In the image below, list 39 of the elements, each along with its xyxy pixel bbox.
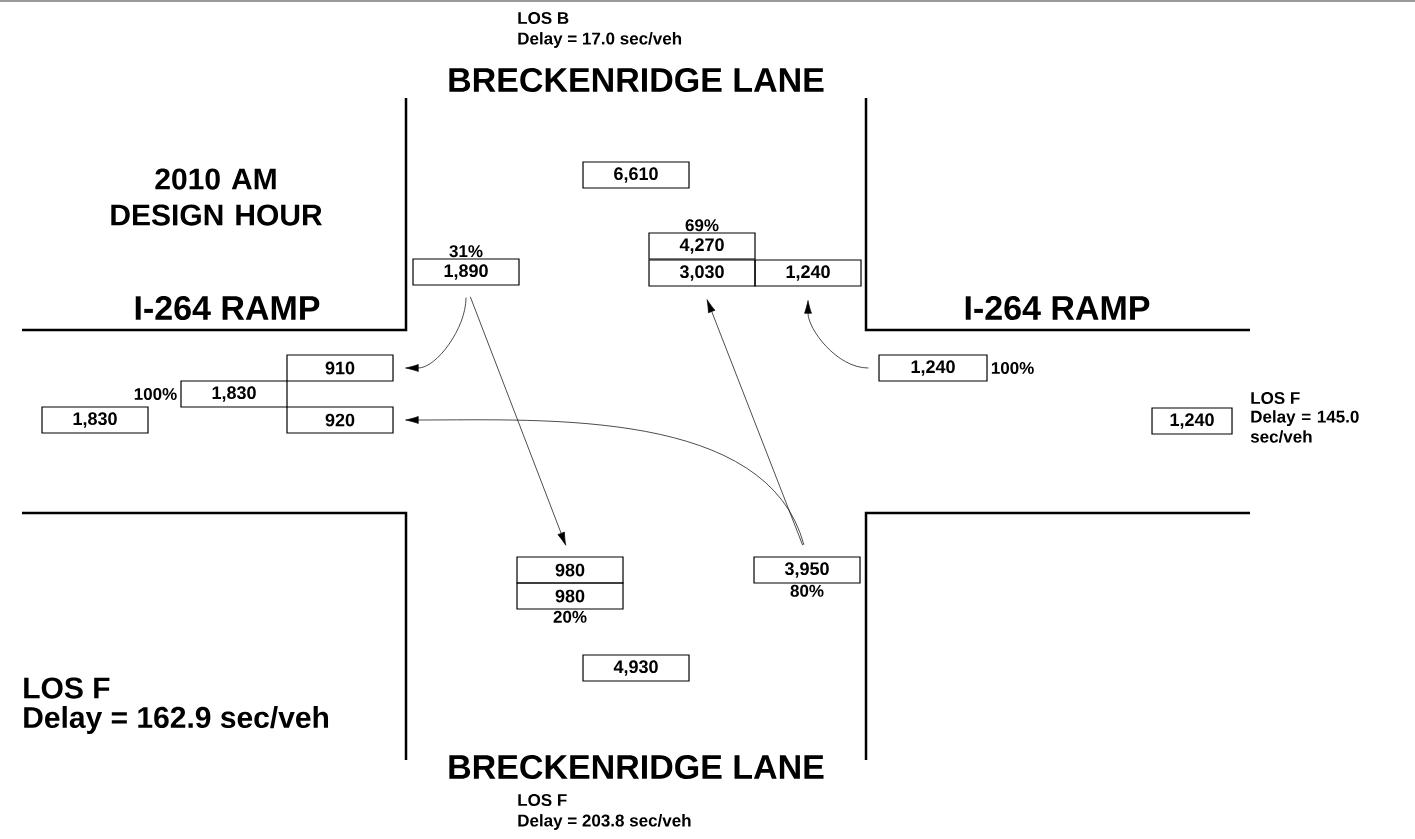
volume-box: 980: [516, 556, 624, 584]
volume-box: 3,030: [648, 259, 756, 287]
percent-label: 100%: [991, 362, 1034, 375]
road-label: I-264 RAMP: [965, 295, 1150, 321]
road-label: I-264 RAMP: [135, 295, 320, 321]
arrow: [405, 416, 805, 546]
road-label: LOS B: [518, 12, 569, 25]
percent-label: 80%: [790, 584, 824, 597]
volume-box: 980: [516, 582, 624, 610]
road-label: LOS F: [24, 677, 110, 699]
volume-box: 910: [286, 354, 394, 382]
arrow: [706, 299, 803, 546]
percent-label: 20%: [553, 610, 587, 623]
volume-box: 4,270: [648, 232, 756, 260]
road-label: LOS F: [1251, 392, 1300, 405]
volume-box: 1,240: [1151, 407, 1233, 435]
road-label: BRECKENRIDGE LANE: [449, 754, 824, 780]
road-label: Delay = 203.8 sec/veh: [518, 814, 691, 830]
road-label: Delay = 17.0 sec/veh: [518, 32, 682, 48]
road-label: Delay = 162.9 sec/veh: [24, 706, 328, 734]
arrow: [469, 296, 567, 546]
volume-box: 3,950: [753, 556, 861, 584]
volume-box: 1,240: [754, 259, 862, 287]
volume-box: 6,610: [582, 161, 690, 189]
percent-label: 100%: [134, 388, 177, 401]
volume-box: 1,890: [412, 258, 520, 286]
arrow: [804, 300, 869, 369]
volume-box: 1,830: [41, 406, 149, 434]
arrow: [405, 297, 467, 372]
percent-label: 69%: [685, 219, 719, 232]
volume-box: 920: [286, 406, 394, 434]
title: 2010 AM DESIGN HOUR: [111, 168, 323, 226]
road-label: BRECKENRIDGE LANE: [449, 67, 824, 93]
road-label: LOS F: [518, 794, 567, 807]
road-label: Delay = 145.0 sec/veh: [1250, 410, 1359, 443]
volume-box: 4,930: [582, 654, 690, 682]
volume-box: 1,830: [180, 380, 288, 408]
volume-box: 1,240: [878, 354, 988, 382]
percent-label: 31%: [449, 245, 483, 258]
